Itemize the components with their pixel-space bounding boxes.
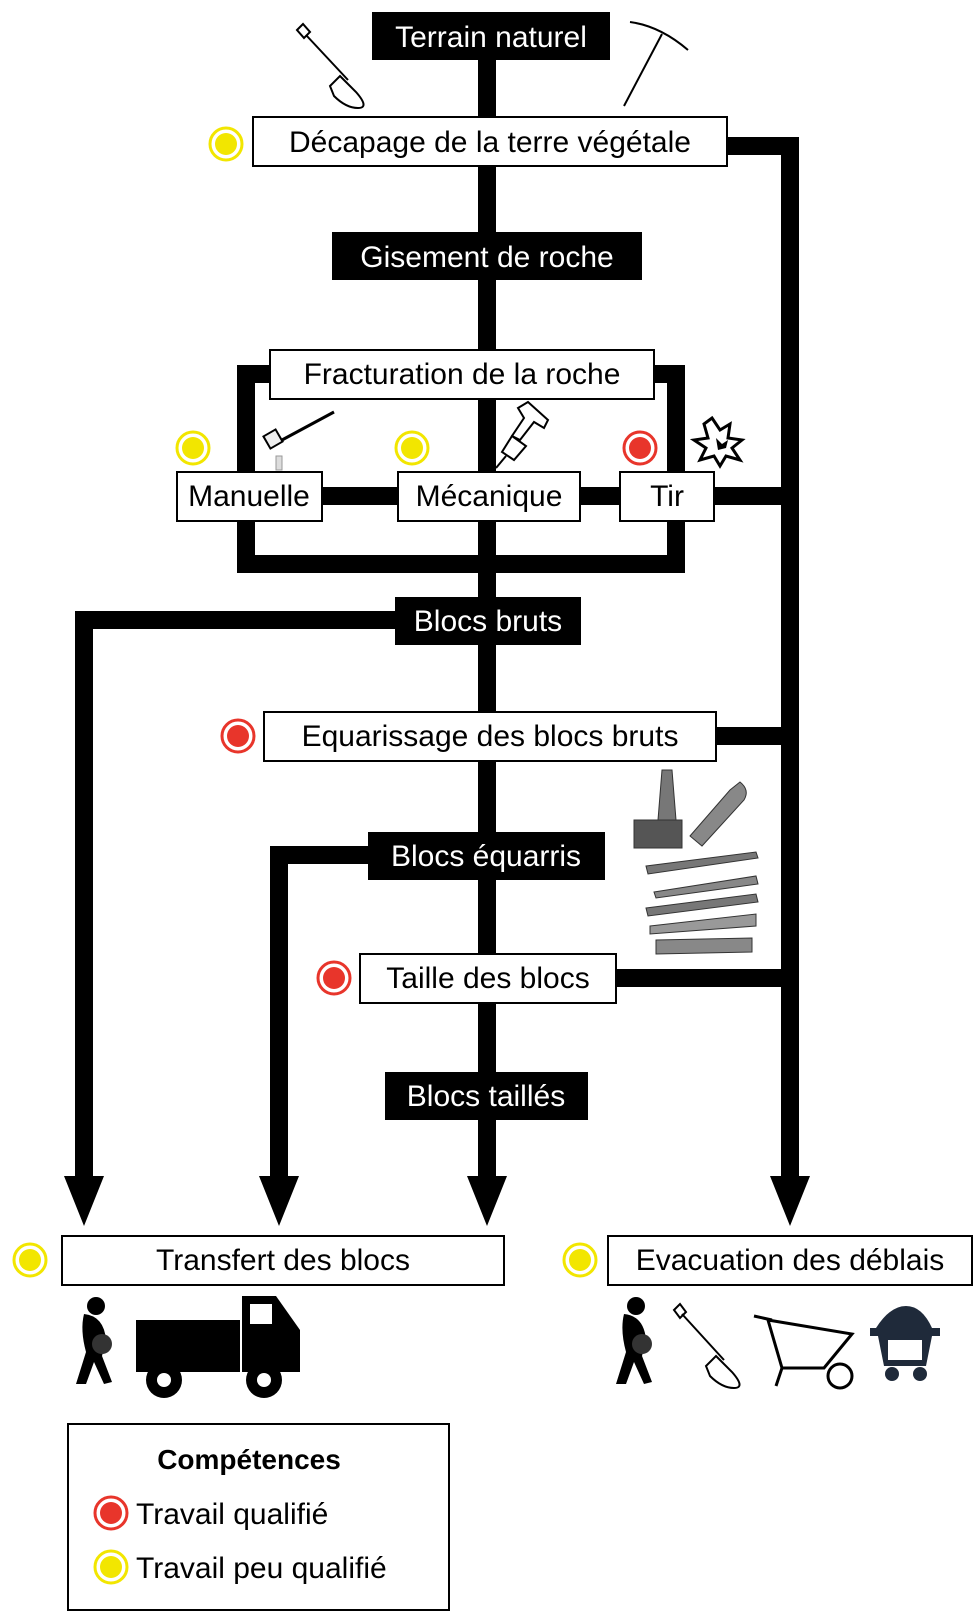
skill-dot-transfert bbox=[12, 1242, 48, 1278]
arrowheads bbox=[64, 1176, 810, 1226]
truck-icon bbox=[136, 1296, 300, 1398]
process-manuelle: Manuelle bbox=[176, 471, 323, 522]
legend: Compétences Travail qualifié Travail peu… bbox=[67, 1423, 450, 1611]
process-tir: Tir bbox=[619, 471, 715, 522]
process-mecanique: Mécanique bbox=[397, 471, 581, 522]
stage-gisement: Gisement de roche bbox=[332, 232, 642, 280]
shovel-icon bbox=[295, 22, 365, 110]
legend-item-qualified: Travail qualifié bbox=[93, 1495, 328, 1531]
stage-blocs-equarris-label: Blocs équarris bbox=[391, 840, 581, 873]
process-manuelle-label: Manuelle bbox=[188, 480, 310, 513]
process-decapage-label: Décapage de la terre végétale bbox=[289, 126, 691, 159]
process-fracturation: Fracturation de la roche bbox=[269, 349, 655, 400]
legend-label-qualified: Travail qualifié bbox=[136, 1498, 328, 1531]
legend-title: Compétences bbox=[157, 1444, 341, 1475]
stage-gisement-label: Gisement de roche bbox=[360, 241, 613, 274]
porter-icon bbox=[76, 1297, 112, 1384]
skill-dot-decapage bbox=[208, 126, 244, 162]
skill-dot-manuelle bbox=[175, 430, 211, 466]
skill-dot-evacuation bbox=[562, 1242, 598, 1278]
skill-dot-taille bbox=[316, 960, 352, 996]
skill-dot-equarrissage bbox=[220, 718, 256, 754]
skill-dot-tir bbox=[622, 430, 658, 466]
arrow-transfert-mid bbox=[259, 1176, 299, 1226]
wheelbarrow-icon bbox=[753, 1314, 855, 1390]
stage-blocs-tailles-label: Blocs taillés bbox=[407, 1080, 565, 1113]
process-equarrissage-label: Equarissage des blocs bruts bbox=[302, 720, 679, 753]
skill-dot-mecanique bbox=[394, 430, 430, 466]
process-taille: Taille des blocs bbox=[359, 953, 617, 1004]
stage-blocs-bruts: Blocs bruts bbox=[395, 597, 581, 645]
porter-icon bbox=[616, 1297, 652, 1384]
stage-terrain-naturel-label: Terrain naturel bbox=[395, 21, 587, 54]
process-equarrissage: Equarissage des blocs bruts bbox=[263, 711, 717, 762]
jackhammer-icon bbox=[495, 400, 550, 469]
skill-dots bbox=[12, 126, 658, 1278]
stone-tools-icon bbox=[633, 769, 759, 955]
stage-blocs-equarris: Blocs équarris bbox=[368, 832, 605, 880]
process-taille-label: Taille des blocs bbox=[386, 962, 589, 995]
stage-blocs-tailles: Blocs taillés bbox=[385, 1072, 588, 1120]
process-evacuation: Evacuation des déblais bbox=[607, 1235, 973, 1286]
process-transfert: Transfert des blocs bbox=[61, 1235, 505, 1286]
shovel-icon bbox=[672, 1302, 741, 1390]
legend-label-low-qualified: Travail peu qualifié bbox=[136, 1552, 387, 1585]
process-tir-label: Tir bbox=[650, 480, 684, 513]
explosion-icon bbox=[689, 415, 746, 469]
process-fracturation-label: Fracturation de la roche bbox=[304, 358, 621, 391]
stage-terrain-naturel: Terrain naturel bbox=[372, 12, 610, 60]
process-evacuation-label: Evacuation des déblais bbox=[636, 1244, 945, 1277]
arrow-transfert-main bbox=[467, 1176, 507, 1226]
mine-cart-icon bbox=[870, 1306, 940, 1381]
pickaxe-icon bbox=[623, 21, 689, 107]
stage-blocs-bruts-label: Blocs bruts bbox=[414, 605, 562, 638]
arrow-transfert-left bbox=[64, 1176, 104, 1226]
arrow-evacuation bbox=[770, 1176, 810, 1226]
sledgehammer-icon bbox=[262, 410, 335, 471]
process-decapage: Décapage de la terre végétale bbox=[252, 116, 728, 167]
process-mecanique-label: Mécanique bbox=[416, 480, 563, 513]
process-transfert-label: Transfert des blocs bbox=[156, 1244, 410, 1277]
legend-item-low-qualified: Travail peu qualifié bbox=[93, 1549, 387, 1585]
